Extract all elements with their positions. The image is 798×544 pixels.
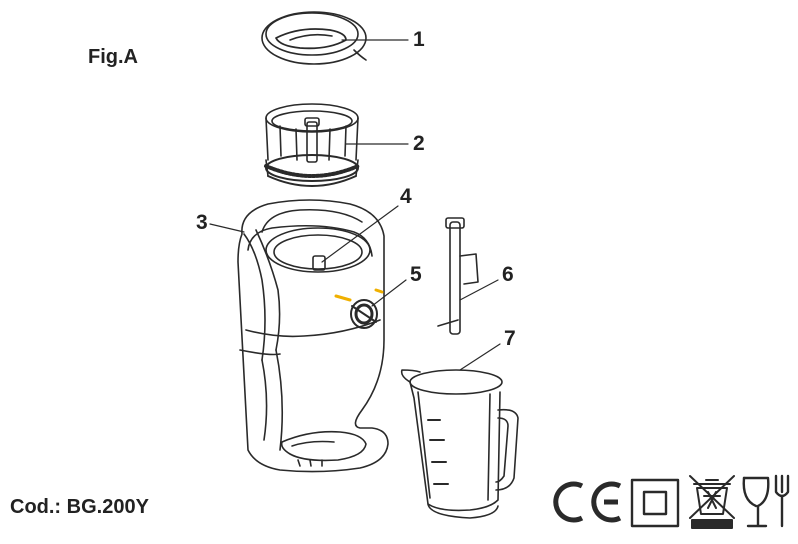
leader-line-5	[371, 279, 407, 307]
weee-bin-icon	[689, 475, 735, 529]
part-3-body	[237, 199, 389, 473]
callout-5: 5	[410, 263, 422, 286]
callout-6: 6	[502, 263, 514, 286]
callout-7: 7	[504, 327, 516, 350]
figure-title: Fig.A	[88, 46, 138, 68]
part-7-jug	[400, 369, 519, 519]
callout-3: 3	[196, 211, 208, 234]
leader-line-7	[459, 343, 501, 371]
leader-line-3	[209, 223, 245, 233]
food-safe-icon	[742, 474, 790, 528]
leader-line-6	[459, 279, 499, 301]
callout-2: 2	[413, 132, 425, 155]
double-insulation-icon	[630, 478, 680, 528]
part-1-lid	[261, 11, 367, 65]
ce-mark-icon	[553, 481, 622, 523]
product-code: Cod.: BG.200Y	[10, 496, 149, 518]
callout-4: 4	[400, 185, 412, 208]
leader-lines	[209, 39, 501, 371]
callout-1: 1	[413, 28, 425, 51]
leader-line-4	[321, 205, 399, 263]
part-2-basket	[264, 103, 360, 187]
part-5-knob	[350, 299, 378, 329]
part-6-tool	[437, 217, 479, 335]
